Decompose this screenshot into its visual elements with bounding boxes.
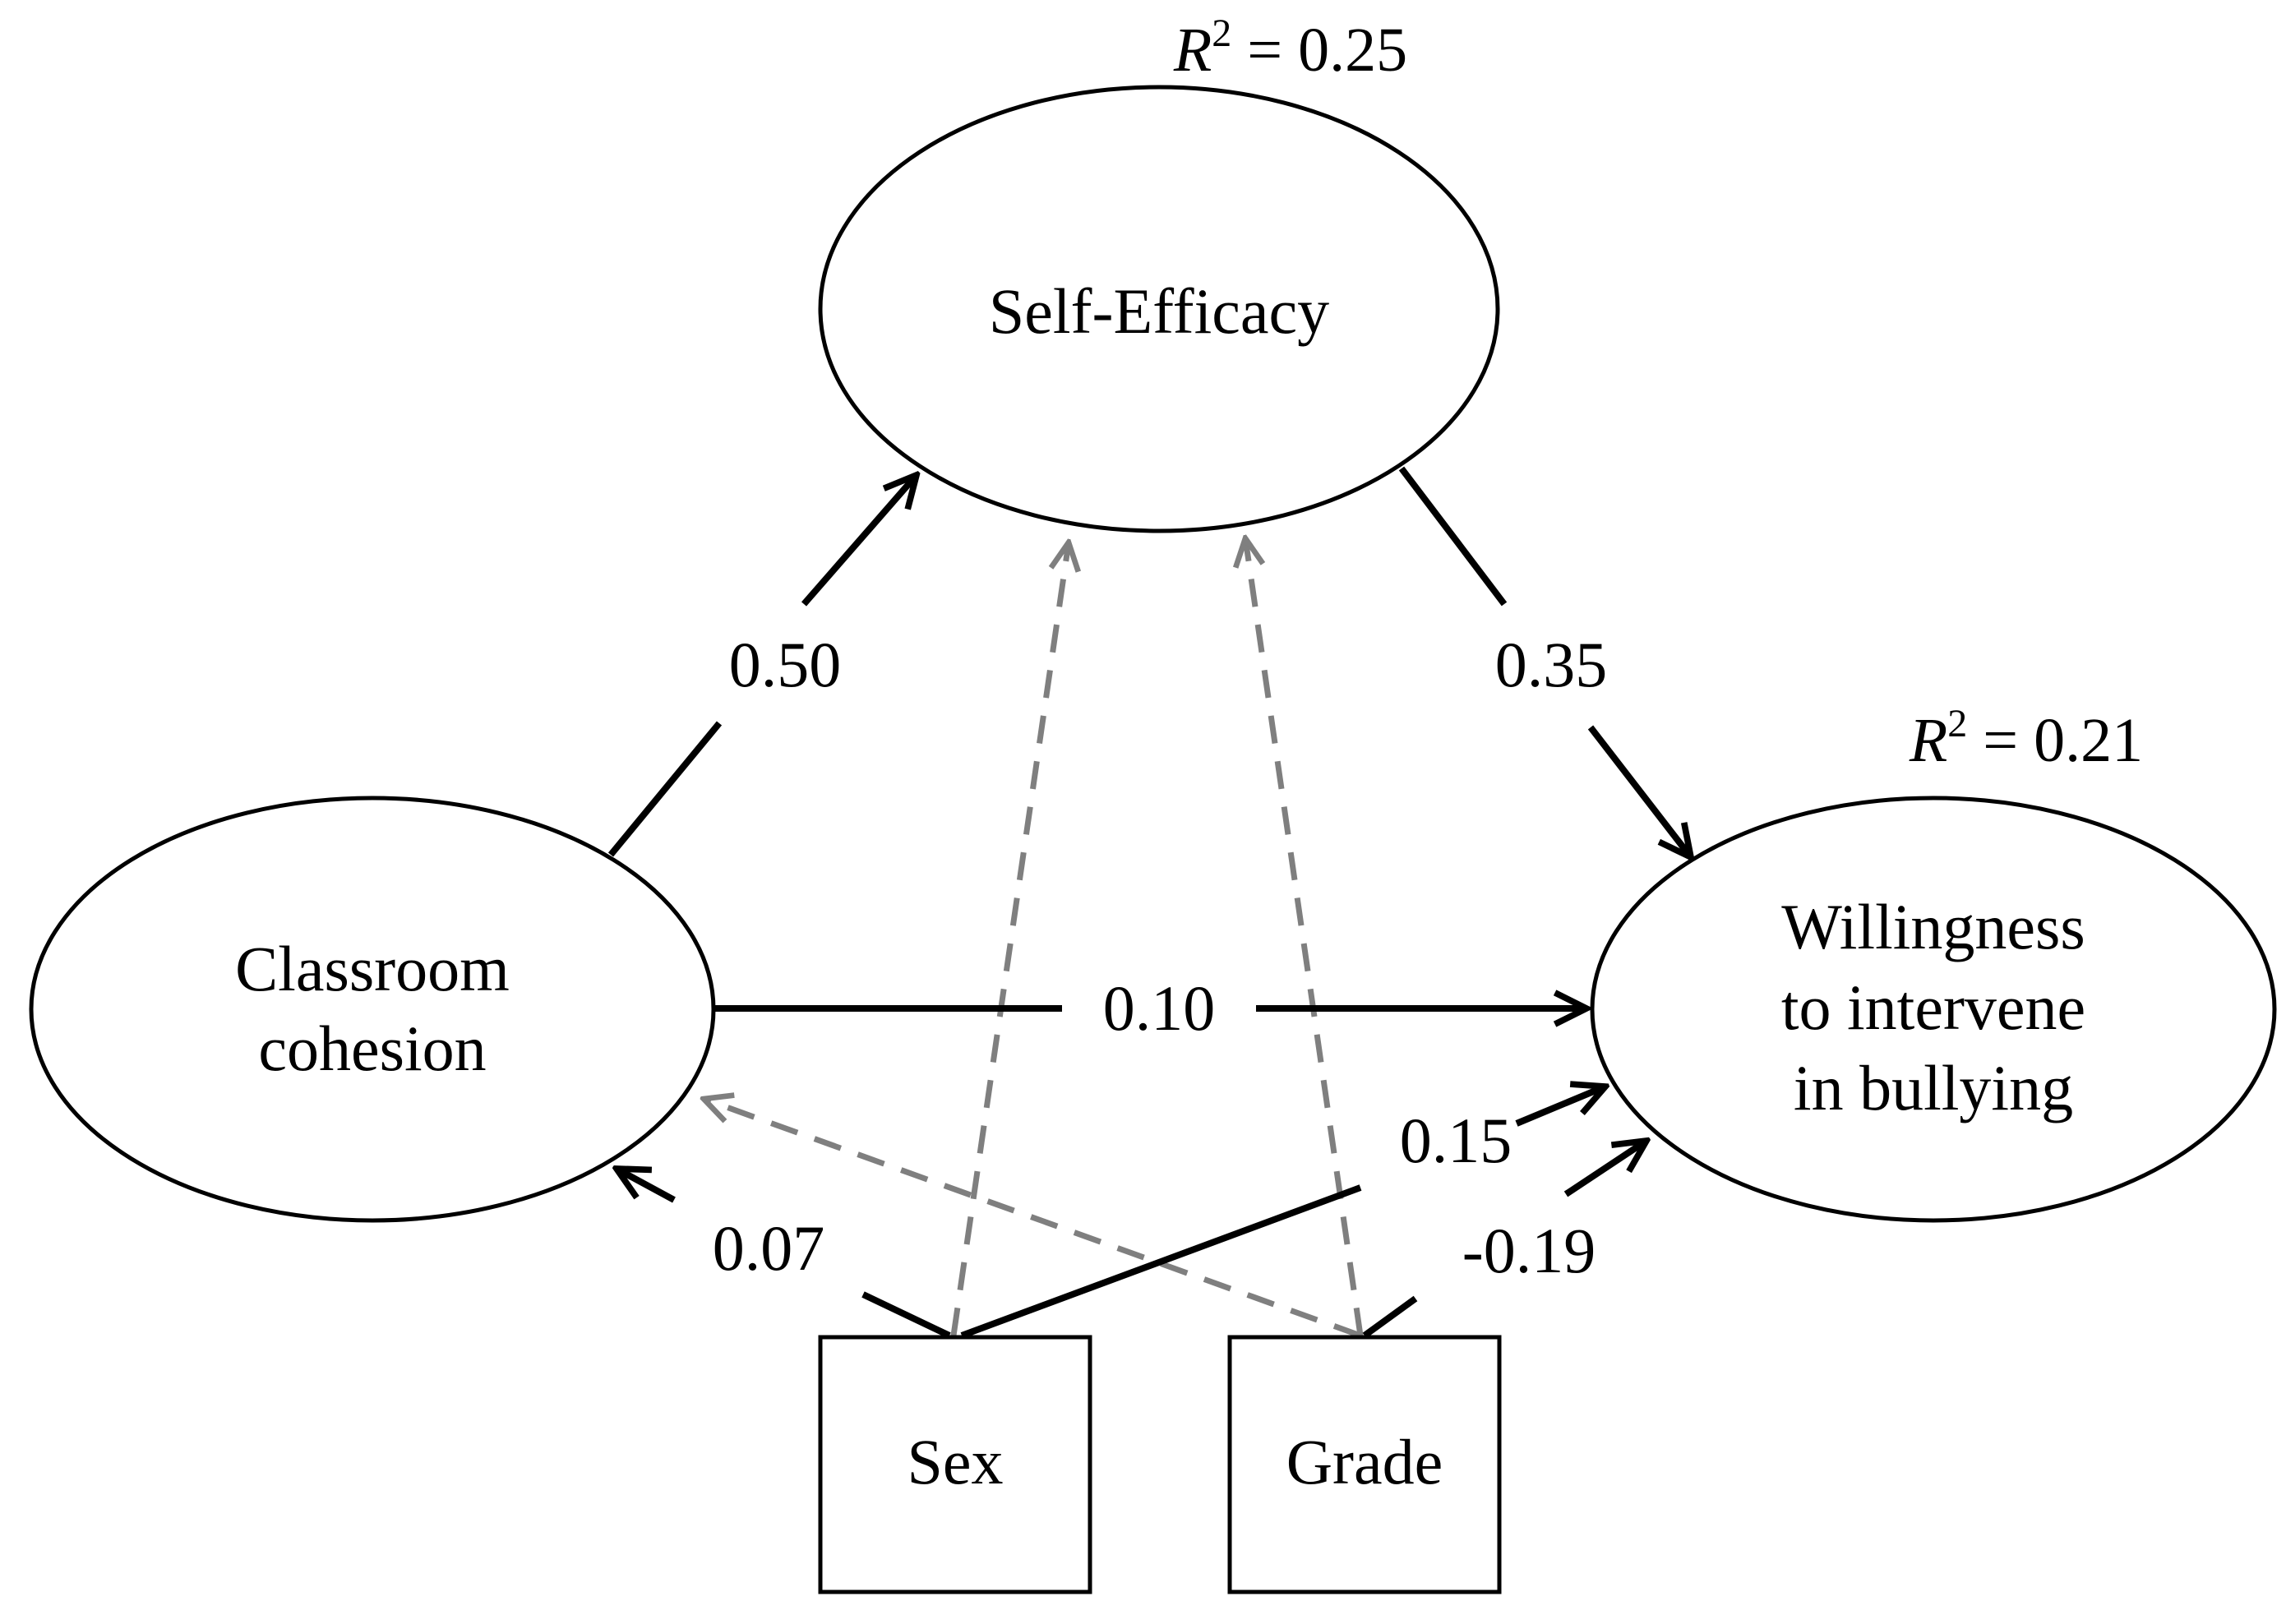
path-sex-to-self-efficacy xyxy=(950,542,1069,1336)
self-efficacy-ellipse xyxy=(818,85,1500,533)
sex-label: Sex xyxy=(907,1426,1004,1497)
classroom-cohesion-label-line-2: cohesion xyxy=(258,1013,486,1084)
path-self-efficacy-to-willingness-upper xyxy=(1398,466,1508,607)
path-sex-to-cohesion-lower xyxy=(861,1291,951,1339)
r-squared-willingness: R2 = 0.21 xyxy=(1909,702,2143,775)
coefficient-cohesion-to-self-efficacy: 0.50 xyxy=(729,629,842,700)
grade-node: Grade xyxy=(1227,1335,1502,1594)
path-sex-to-cohesion-upper xyxy=(617,1169,676,1203)
willingness-ellipse xyxy=(1590,796,2277,1223)
willingness-label-line-2: to intervene xyxy=(1781,971,2085,1043)
grade-box xyxy=(1227,1335,1502,1594)
self-efficacy-node: Self-Efficacy xyxy=(818,85,1500,533)
coefficient-sex-to-cohesion: 0.07 xyxy=(713,1212,825,1284)
path-cohesion-to-self-efficacy-upper xyxy=(801,475,917,607)
willingness-label-line-1: Willingness xyxy=(1781,891,2085,962)
coefficient-grade-to-willingness: -0.19 xyxy=(1462,1215,1596,1286)
classroom-cohesion-label-line-1: Classroom xyxy=(235,933,510,1004)
path-sex-to-willingness-upper xyxy=(1515,1087,1605,1127)
path-grade-to-self-efficacy xyxy=(1245,538,1364,1336)
coefficient-self-efficacy-to-willingness: 0.35 xyxy=(1495,629,1608,700)
classroom-cohesion-ellipse xyxy=(29,796,716,1223)
classroom-cohesion-node: Classroom cohesion xyxy=(29,796,716,1223)
r-squared-self-efficacy: R2 = 0.25 xyxy=(1173,12,1407,85)
coefficient-sex-to-willingness: 0.15 xyxy=(1400,1105,1512,1176)
self-efficacy-label: Self-Efficacy xyxy=(989,275,1329,347)
willingness-node: Willingness to intervene in bullying xyxy=(1590,796,2277,1223)
path-cohesion-to-self-efficacy-lower xyxy=(607,721,723,857)
path-grade-to-classroom-cohesion xyxy=(704,1099,1362,1339)
path-grade-to-willingness-upper xyxy=(1563,1141,1646,1197)
willingness-label-line-3: in bullying xyxy=(1794,1052,2073,1123)
path-sex-to-willingness-lower xyxy=(960,1184,1362,1339)
sex-box xyxy=(818,1335,1092,1594)
coefficient-cohesion-to-willingness: 0.10 xyxy=(1103,972,1216,1044)
path-self-efficacy-to-willingness-lower xyxy=(1587,725,1691,857)
sex-node: Sex xyxy=(818,1335,1092,1594)
grade-label: Grade xyxy=(1286,1426,1443,1497)
path-grade-to-willingness-lower xyxy=(1362,1295,1418,1339)
